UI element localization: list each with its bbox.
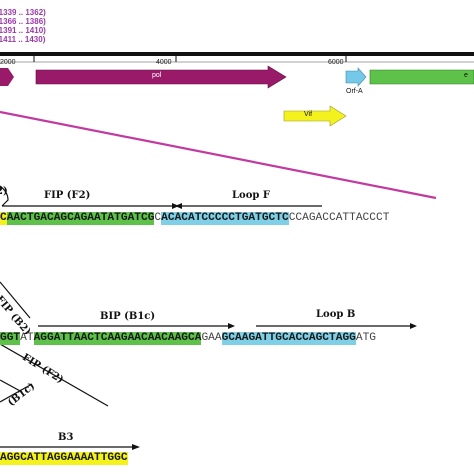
seq2-rest-segment: ATG — [355, 332, 377, 344]
fip-f2-loop-curve — [0, 185, 9, 207]
fip-f2-cropped-label: 2) — [0, 186, 8, 197]
b3-label: B3 — [58, 432, 74, 443]
sequence-row-1: CAACTGACAGCAGAATATGATCGCACACATCCCCCTGATG… — [0, 212, 389, 225]
orf-a-gene-arrow — [345, 67, 367, 87]
seq2-green-b-segment: AGGATTAACTCAAGAACAACAAGCA — [33, 332, 202, 345]
bip-b1c-label: BIP (B1c) — [100, 311, 156, 322]
fip-f2-label: FIP (F2) — [44, 190, 91, 201]
fip-f2-lower-line — [0, 343, 109, 407]
seq2-gap-a-segment: AT — [20, 332, 34, 344]
seq1-rest-segment: CCAGACCATTACCCT — [288, 212, 390, 224]
sequence-row-2: GGTATAGGATTAACTCAAGAACAACAAGCAGAAGCAAGAT… — [0, 332, 376, 345]
loop-b-label: Loop B — [316, 309, 356, 320]
tick-label-2000: 2000 — [0, 59, 16, 66]
coordinate-range-3: (1391 .. 1410) — [0, 26, 46, 35]
coordinate-range-2: (1366 .. 1386) — [0, 17, 46, 26]
tick-label-6000: 6000 — [328, 59, 344, 66]
coordinate-range-4: (1411 .. 1430) — [0, 35, 46, 44]
seq2-blue-segment: GCAAGATTGCACCAGCTAGG — [221, 332, 356, 345]
seq1-blue-segment: ACACATCCCCCTGATGCTC — [161, 212, 289, 225]
vif-gene-label: Vif — [304, 111, 313, 118]
sequence-row-3: AGGCATTAGGAAAATTGGC — [0, 452, 128, 465]
b1c-lower-line — [0, 379, 23, 393]
coordinate-range-1: (1339 .. 1362) — [0, 8, 46, 17]
tick-label-4000: 4000 — [156, 59, 172, 66]
seq2-green-a-segment: GGT — [0, 332, 21, 345]
seq1-green-segment: AACTGACAGCAGAATATGATCG — [6, 212, 155, 225]
zoom-indicator-line — [0, 110, 437, 200]
gene-arrow-cropped — [0, 68, 14, 86]
env-gene-arrow — [369, 69, 474, 85]
seq1-yellow-segment: C — [0, 212, 7, 225]
vif-gene-arrow — [283, 105, 347, 127]
loop-f-label: Loop F — [232, 190, 270, 201]
pol-gene-label: pol — [152, 72, 162, 79]
seq3-yellow-segment: AGGCATTAGGAAAATTGGC — [0, 452, 128, 465]
env-gene-label: e — [464, 72, 468, 79]
orf-a-gene-label: Orf-A — [346, 88, 363, 95]
pol-gene-arrow — [35, 65, 287, 89]
seq1-gap-segment: C — [154, 212, 162, 224]
seq2-gap-b-segment: GAA — [201, 332, 222, 344]
genome-ruler — [0, 52, 474, 56]
fip-b2-arrow — [0, 281, 31, 319]
